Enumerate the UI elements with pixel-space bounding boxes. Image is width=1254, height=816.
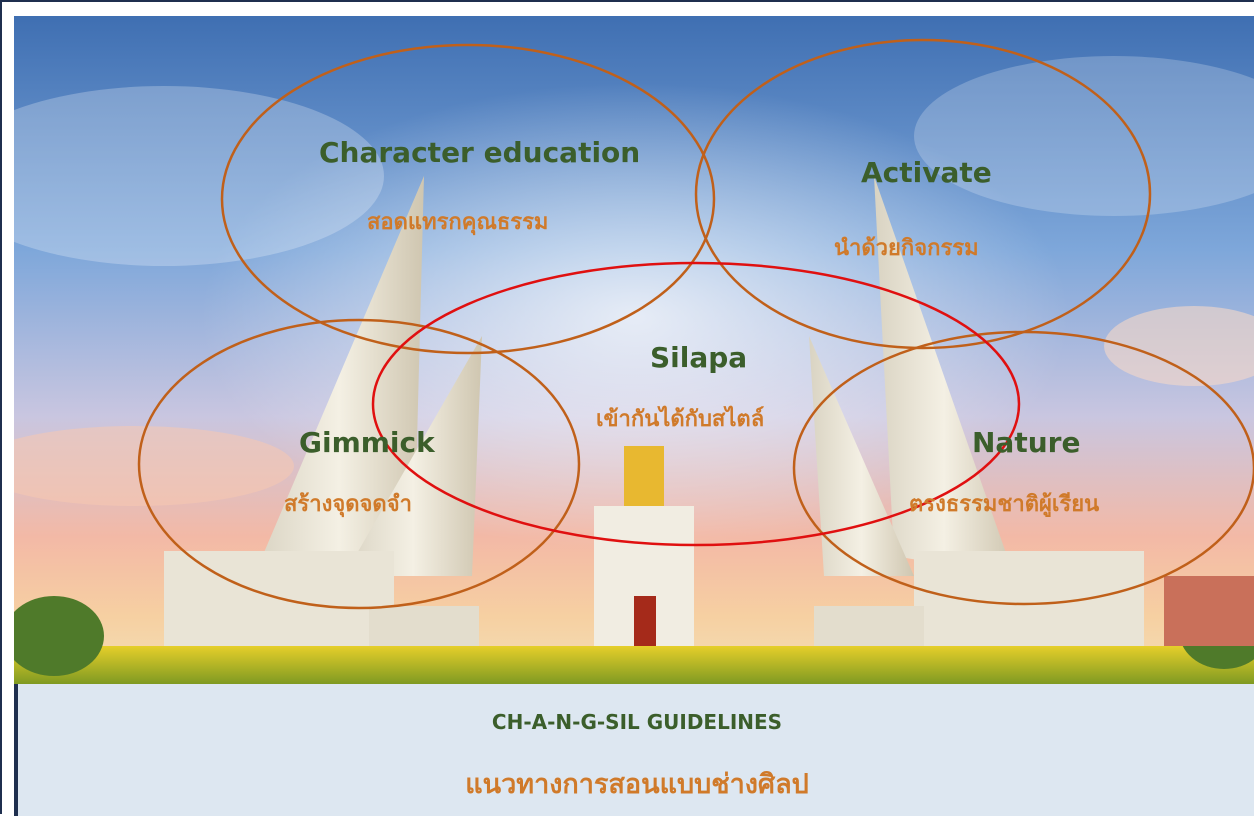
guidelines-footer: CH-A-N-G-SIL GUIDELINES แนวทางการสอนแบบช… xyxy=(14,684,1254,816)
monument-background-image: Character education สอดแทรกคุณธรรม Activ… xyxy=(14,16,1254,684)
silapa-label: Silapa xyxy=(650,341,748,374)
silapa-circle xyxy=(371,261,1021,547)
character-education-thai-label: สอดแทรกคุณธรรม xyxy=(367,210,549,235)
character-education-circle xyxy=(220,43,716,355)
nature-circle xyxy=(792,330,1254,606)
democracy-monument-illustration xyxy=(14,16,1254,684)
nature-label: Nature xyxy=(972,426,1081,459)
activate-circle xyxy=(694,38,1152,350)
character-education-label: Character education xyxy=(319,136,641,169)
nature-thai-label: ตรงธรรมชาติผู้เรียน xyxy=(909,492,1100,517)
gimmick-circle xyxy=(137,318,581,610)
guidelines-title-english: CH-A-N-G-SIL GUIDELINES xyxy=(491,710,783,734)
gimmick-label: Gimmick xyxy=(299,426,435,459)
activate-thai-label: นำด้วยกิจกรรม xyxy=(834,236,979,261)
gimmick-thai-label: สร้างจุดจดจำ xyxy=(284,492,412,517)
silapa-thai-label: เข้ากันได้กับสไตล์ xyxy=(596,407,765,432)
guidelines-title-thai: แนวทางการสอนแบบช่างศิลป xyxy=(465,769,809,800)
activate-label: Activate xyxy=(861,156,992,189)
